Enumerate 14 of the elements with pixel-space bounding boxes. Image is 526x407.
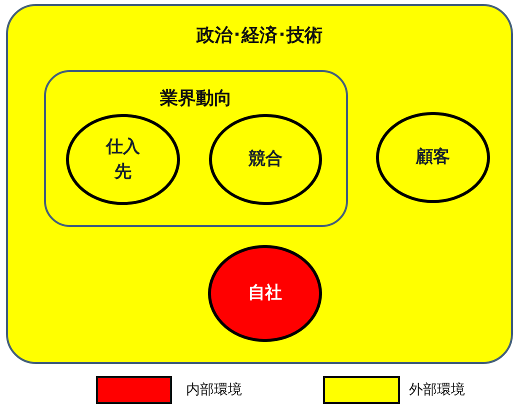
legend-label: 外部環境	[409, 381, 465, 399]
box-title: 政治･経済･技術	[196, 25, 322, 47]
competitor-ellipse	[209, 114, 322, 205]
ellipse-label: 自社	[248, 282, 282, 305]
environment-box	[6, 4, 513, 364]
industry-box	[44, 70, 348, 227]
ellipse-label: 競合	[248, 148, 282, 171]
customer-ellipse	[376, 112, 490, 203]
legend-label: 内部環境	[186, 381, 242, 399]
ellipse-label: 仕入先	[104, 136, 141, 184]
supplier-ellipse	[66, 114, 180, 205]
company-ellipse	[208, 245, 322, 342]
box-title: 業界動向	[160, 88, 232, 110]
ellipse-label: 顧客	[416, 146, 450, 169]
